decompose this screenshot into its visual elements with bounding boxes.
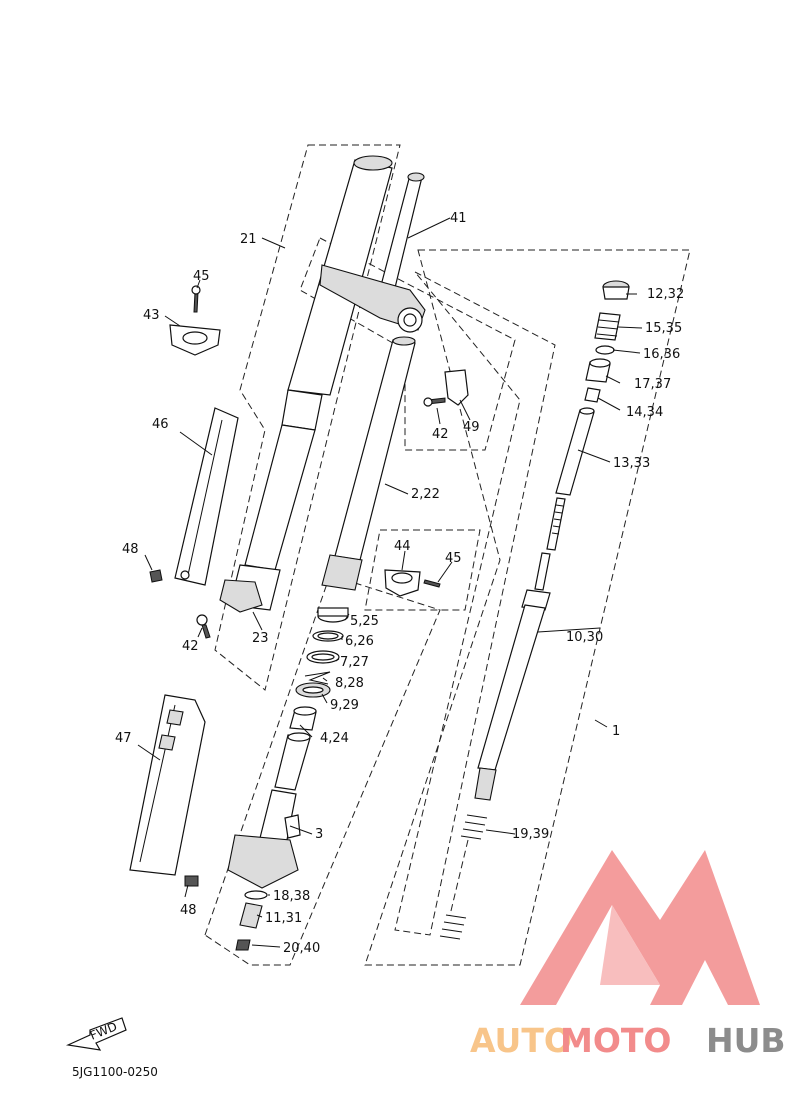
fork-guard-46 xyxy=(149,407,239,586)
callout-18-38: 18,38 xyxy=(273,889,310,904)
callout-9-29: 9,29 xyxy=(330,698,359,713)
group-outlines xyxy=(204,144,691,966)
leader-lines xyxy=(137,217,643,948)
callout-6-26: 6,26 xyxy=(345,634,374,649)
bolt-42 xyxy=(196,614,211,639)
callout-47: 47 xyxy=(115,731,132,746)
callout-11-31: 11,31 xyxy=(265,911,302,926)
steering-stem-41 xyxy=(319,172,426,333)
callout-labels: 21 41 45 43 12,32 15,35 16,36 17,37 14,3… xyxy=(115,211,684,956)
seal-stack xyxy=(295,607,349,698)
callout-5-25: 5,25 xyxy=(350,614,379,629)
callout-48-top: 48 xyxy=(122,542,139,557)
diagram-code: 5JG1100-0250 xyxy=(72,1065,158,1079)
automotohub-logo-icon xyxy=(520,850,760,1005)
callout-43: 43 xyxy=(143,308,160,323)
brand-auto: AUTO xyxy=(470,1021,572,1060)
callout-23: 23 xyxy=(252,631,269,646)
clamp-43 xyxy=(169,285,221,356)
callout-1: 1 xyxy=(612,724,620,739)
callout-42-bracket: 42 xyxy=(432,427,449,442)
callout-4-24: 4,24 xyxy=(320,731,349,746)
callout-49: 49 xyxy=(463,420,480,435)
inner-tube-2 xyxy=(321,336,416,591)
callout-17-37: 17,37 xyxy=(634,377,671,392)
callout-45-mid: 45 xyxy=(445,551,462,566)
callout-20-40: 20,40 xyxy=(283,941,320,956)
callout-10-30: 10,30 xyxy=(566,630,603,645)
callout-19-39: 19,39 xyxy=(512,827,549,842)
fork-guard-47 xyxy=(129,694,206,887)
callout-2-22: 2,22 xyxy=(411,487,440,502)
callout-46: 46 xyxy=(152,417,169,432)
automotohub-wordmark: AUTO MOTO HUB xyxy=(470,1021,786,1060)
bottom-bolt-parts xyxy=(235,890,268,951)
outer-tube-21 xyxy=(219,155,393,613)
callout-13-33: 13,33 xyxy=(613,456,650,471)
brand-moto: MOTO xyxy=(560,1021,671,1060)
callout-3: 3 xyxy=(315,827,323,842)
callout-21: 21 xyxy=(240,232,257,247)
fwd-arrow-icon: FWD xyxy=(65,1017,127,1051)
fork-spring xyxy=(439,814,488,940)
brand-hub: HUB xyxy=(706,1021,786,1060)
callout-12-32: 12,32 xyxy=(647,287,684,302)
callout-44: 44 xyxy=(394,539,411,554)
callout-48-bottom: 48 xyxy=(180,903,197,918)
callout-7-27: 7,27 xyxy=(340,655,369,670)
callout-45-top: 45 xyxy=(193,269,210,284)
callout-16-36: 16,36 xyxy=(643,347,680,362)
callout-14-34: 14,34 xyxy=(626,405,663,420)
callout-41: 41 xyxy=(450,211,467,226)
bracket-49 xyxy=(423,369,469,407)
callout-15-35: 15,35 xyxy=(645,321,682,336)
lower-outer-tube-3 xyxy=(227,706,317,889)
callout-8-28: 8,28 xyxy=(335,676,364,691)
damper-assembly xyxy=(474,280,630,801)
callout-42-left: 42 xyxy=(182,639,199,654)
clamp-44 xyxy=(384,569,441,597)
